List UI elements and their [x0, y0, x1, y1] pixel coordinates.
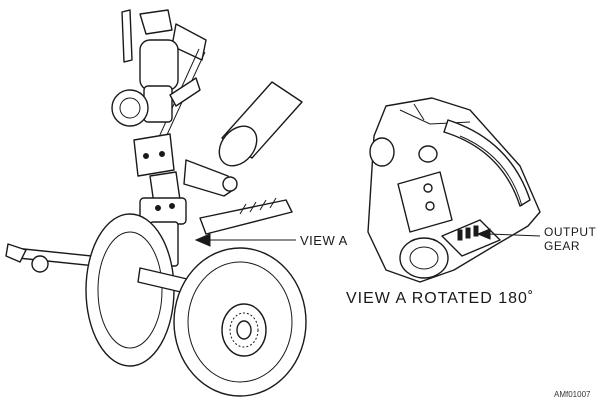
- bolt-1: [423, 183, 433, 193]
- output-gear-label-line1: OUTPUT: [544, 225, 597, 239]
- wheel-left: [85, 213, 175, 367]
- lower-boss: [399, 237, 449, 279]
- curved-guard: [443, 119, 531, 207]
- nose-gear-assembly: [5, 9, 307, 397]
- gear-recess: [441, 219, 501, 257]
- actuator-body: [139, 39, 179, 91]
- mounting-block: [397, 171, 453, 233]
- view-a-label: VIEW A: [300, 233, 348, 248]
- flange-boss: [369, 137, 395, 167]
- output-gear-label: OUTPUT GEAR: [544, 225, 596, 253]
- gear-housing: [367, 97, 541, 283]
- output-gear-leader: [487, 233, 541, 237]
- detail-caption: VIEW A ROTATED 180˚: [346, 290, 535, 307]
- output-gear-tooth: [457, 229, 463, 241]
- view-a-arrow: [194, 233, 296, 247]
- detail-view-a: [367, 97, 541, 283]
- bolt-2: [425, 201, 435, 211]
- side-link: [169, 77, 201, 107]
- drag-brace-end: [218, 125, 258, 167]
- upper-bracket-top: [139, 9, 173, 35]
- steering-arm: [199, 199, 293, 235]
- upper-bracket-left: [121, 9, 133, 63]
- actuator-cap: [111, 89, 149, 127]
- figure-id: AMf01007: [554, 390, 591, 399]
- output-gear-label-line2: GEAR: [544, 239, 581, 253]
- upper-link-right: [171, 23, 207, 61]
- steering-box: [133, 133, 175, 177]
